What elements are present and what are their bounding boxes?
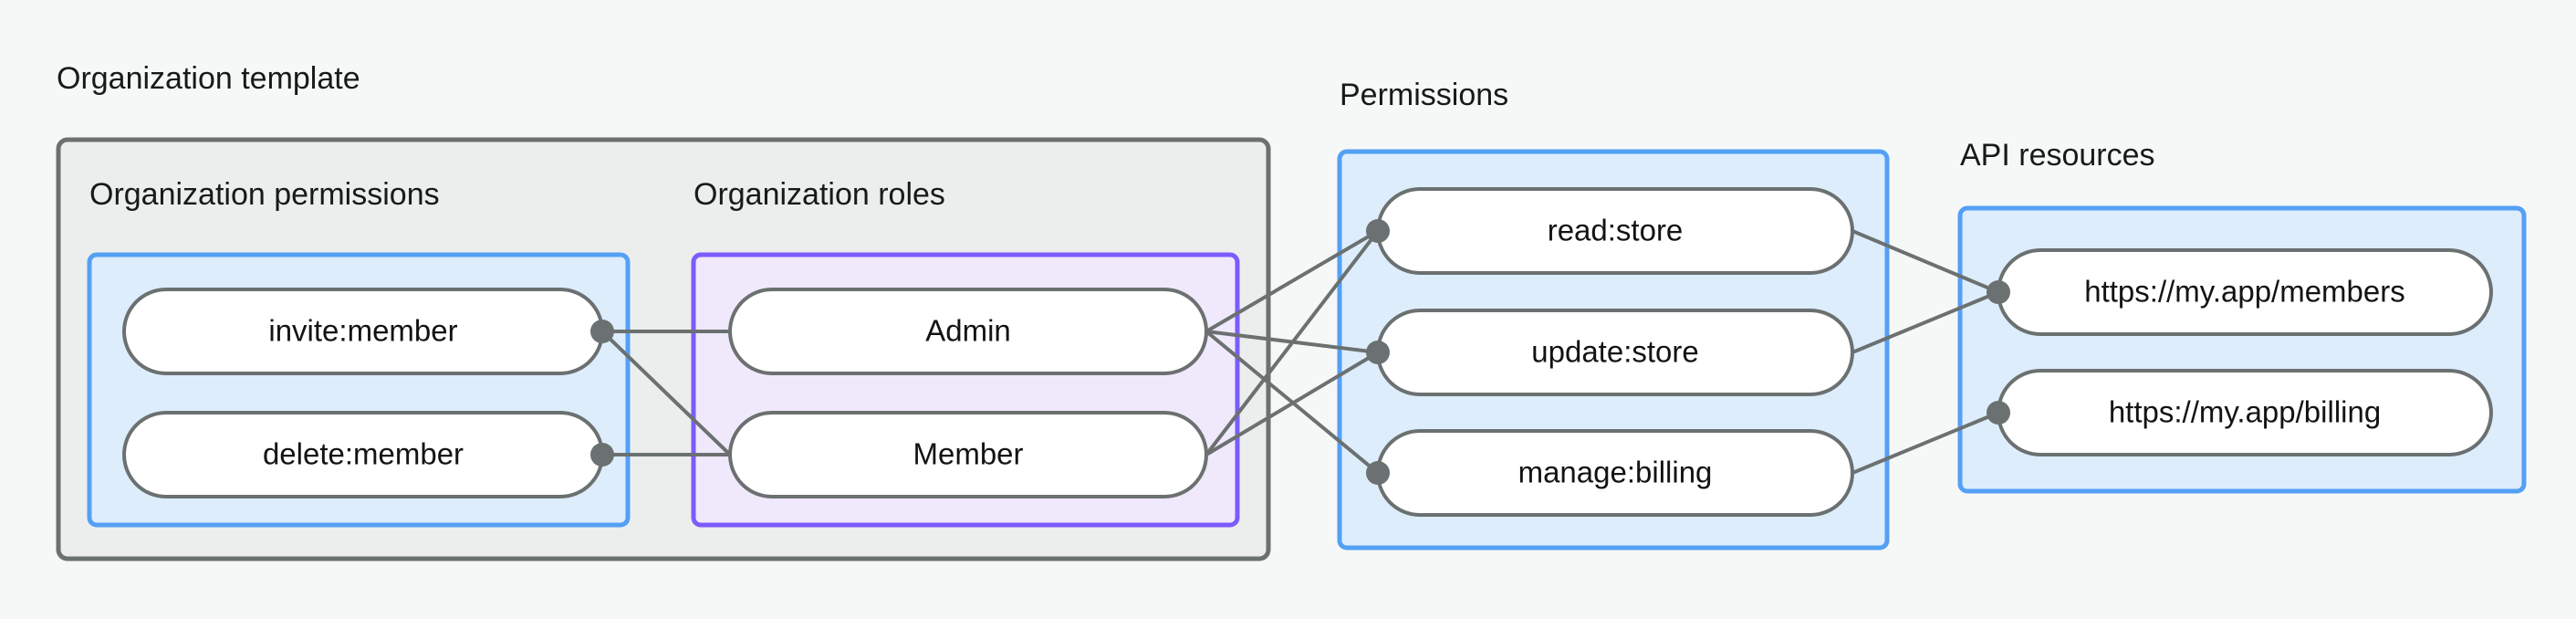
node-invite-member[interactable]: invite:member: [122, 288, 604, 375]
edge-member-to-read-store: [1205, 229, 1380, 456]
node-manage-billing-label: manage:billing: [1518, 456, 1713, 489]
connector-dot-layer: [590, 219, 2010, 485]
node-update-store[interactable]: update:store: [1376, 309, 1854, 396]
node-read-store[interactable]: read:store: [1376, 187, 1854, 275]
connector-dot-read-store-in: [1366, 219, 1390, 243]
edge-invite-member-to-member: [600, 330, 732, 456]
organization-permissions-title: Organization permissions: [89, 177, 440, 212]
node-manage-billing[interactable]: manage:billing: [1376, 429, 1854, 517]
connector-dot-update-store-in: [1366, 341, 1390, 364]
node-admin-label: Admin: [925, 314, 1011, 348]
connector-dot-billing-url-in: [1987, 401, 2010, 425]
permissions-title: Permissions: [1340, 78, 1508, 112]
edge-layer: [600, 229, 1999, 475]
organization-roles-title: Organization roles: [694, 177, 945, 212]
node-billing-url[interactable]: https://my.app/billing: [1997, 369, 2493, 456]
node-member-shape[interactable]: [728, 411, 1208, 498]
node-member[interactable]: Member: [728, 411, 1208, 498]
connector-dot-invite-member-out: [590, 320, 614, 343]
organization-template-title: Organization template: [57, 61, 360, 96]
node-read-store-label: read:store: [1548, 214, 1684, 247]
node-delete-member[interactable]: delete:member: [122, 411, 604, 498]
connector-dot-delete-member-out: [590, 443, 614, 467]
edge-read-store-to-members-url: [1851, 229, 1999, 294]
connector-dot-manage-billing-in: [1366, 461, 1390, 485]
edge-member-to-update-store: [1205, 351, 1380, 456]
node-members-url[interactable]: https://my.app/members: [1997, 248, 2493, 336]
node-members-url-label: https://my.app/members: [2084, 275, 2405, 309]
edge-admin-to-read-store: [1205, 229, 1380, 333]
node-invite-member-label: invite:member: [268, 314, 457, 348]
node-billing-url-label: https://my.app/billing: [2109, 395, 2381, 429]
node-admin[interactable]: Admin: [728, 288, 1208, 375]
edge-update-store-to-members-url: [1851, 290, 1999, 354]
connector-dot-members-url-in: [1987, 280, 2010, 304]
api-resources-title: API resources: [1960, 138, 2155, 173]
node-member-label: Member: [913, 437, 1023, 471]
node-delete-member-label: delete:member: [263, 437, 464, 471]
edge-manage-billing-to-billing-url: [1851, 411, 1999, 475]
node-update-store-label: update:store: [1531, 335, 1698, 369]
node-admin-shape[interactable]: [728, 288, 1208, 375]
